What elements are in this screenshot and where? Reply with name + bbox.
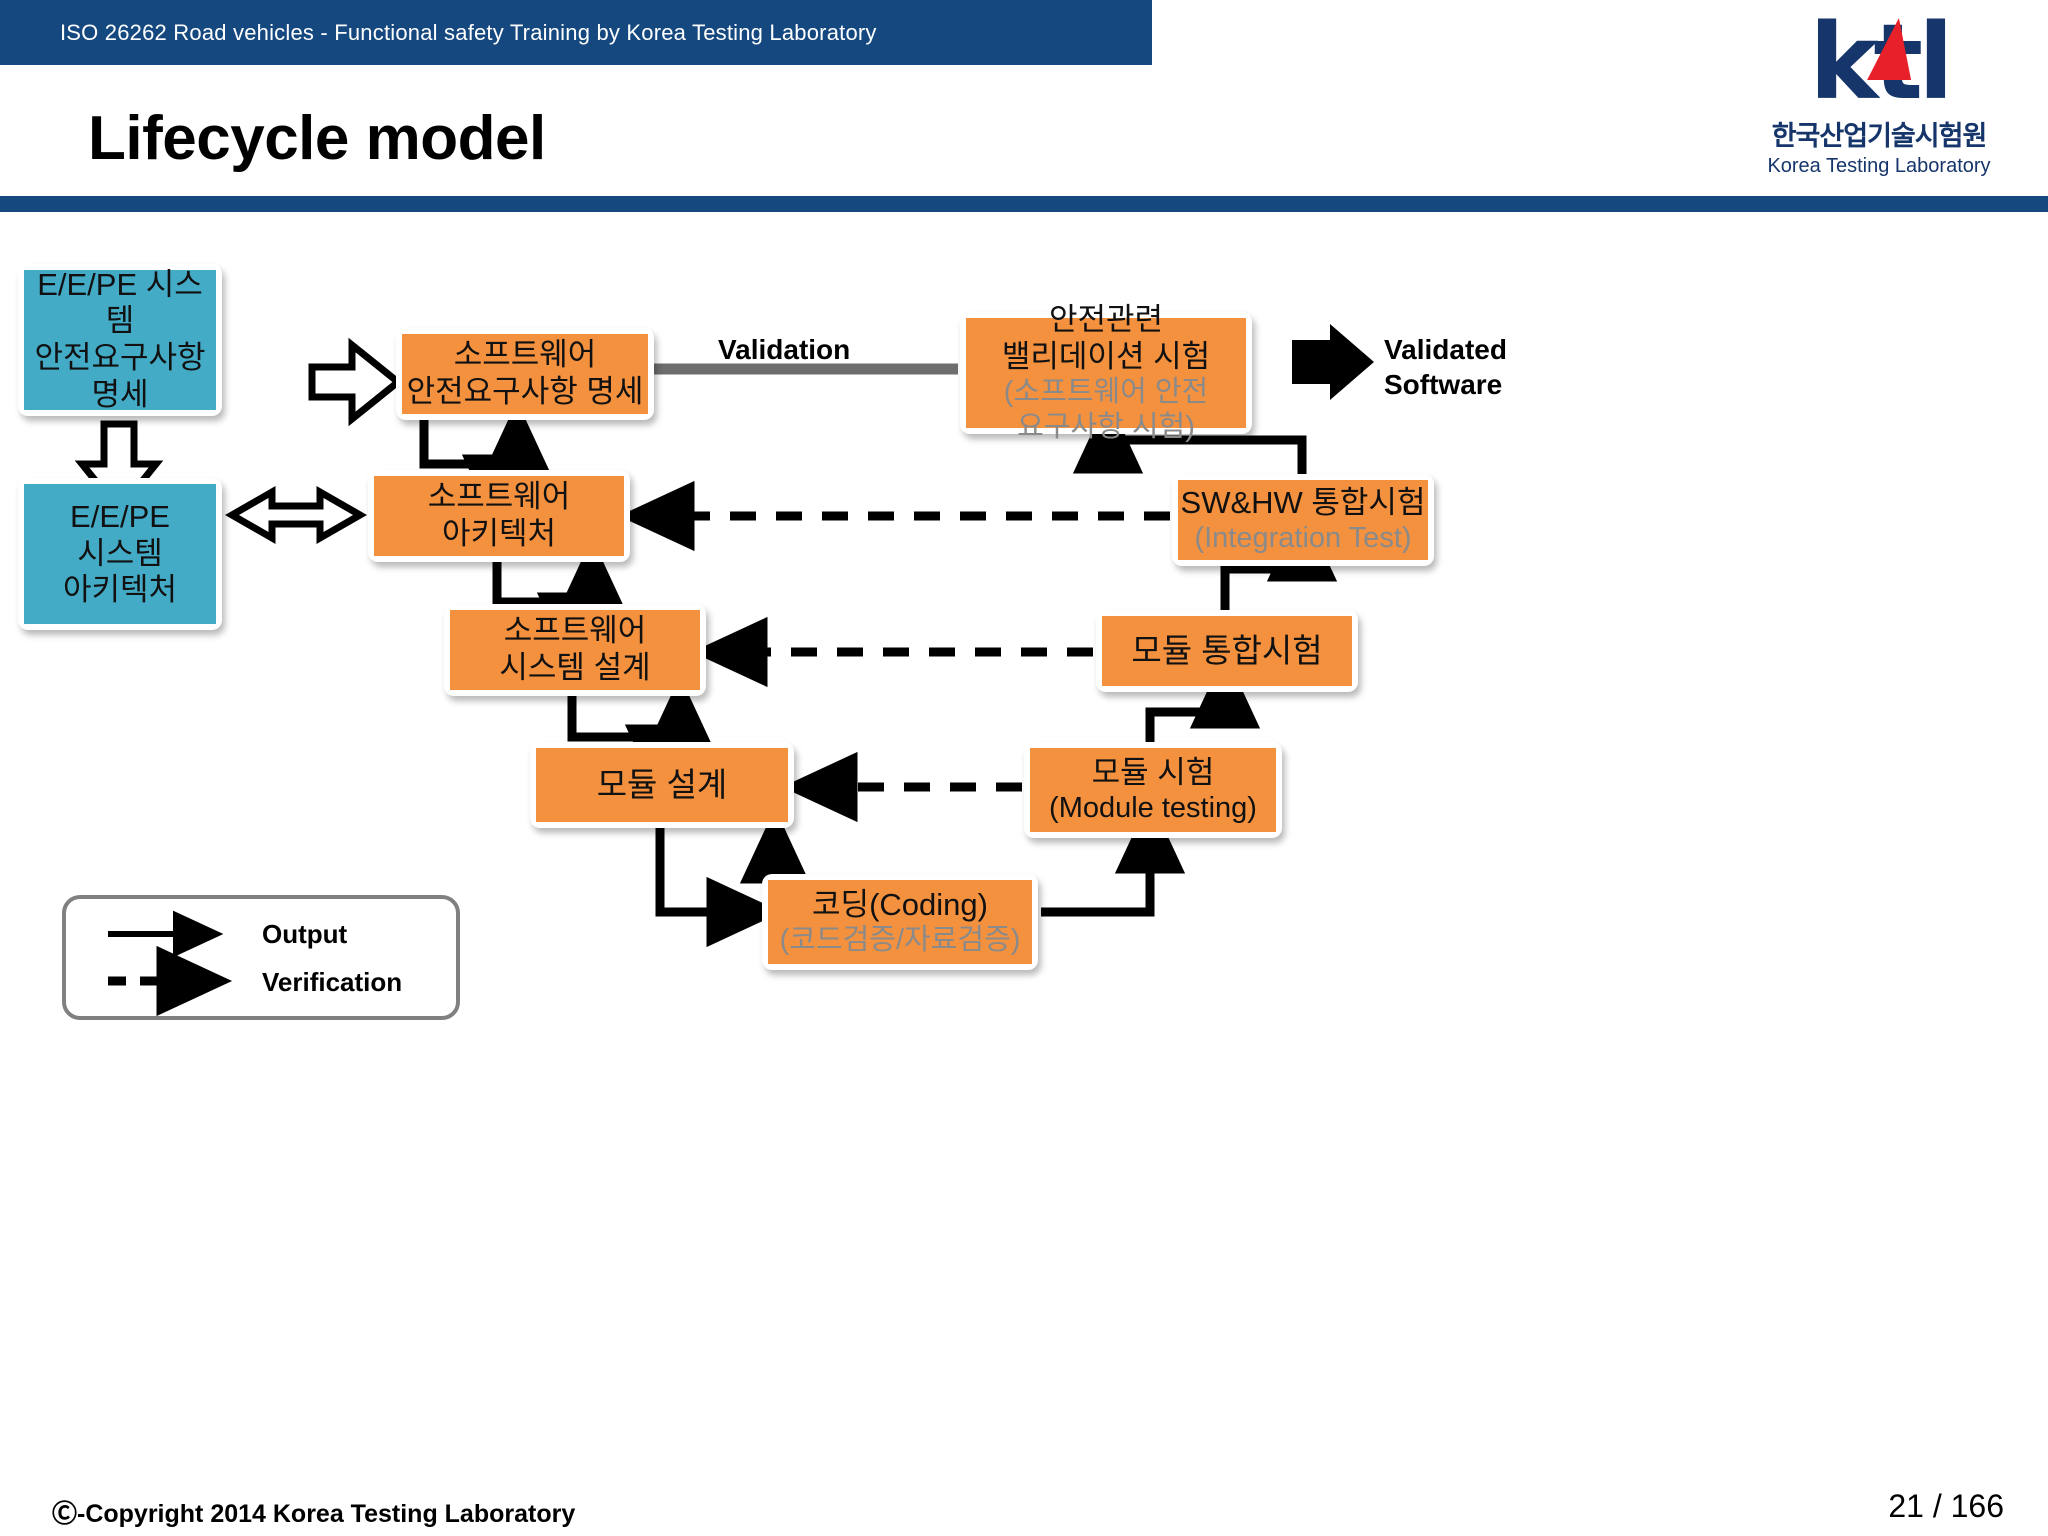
ktl-logo: ktl 한국산업기술시험원 Korea Testing Laboratory (1754, 8, 2004, 188)
node-subtext: (Integration Test) (1194, 522, 1412, 555)
page-number: 21 / 166 (1888, 1488, 2004, 1524)
node-text: 모듈 시험 (1091, 754, 1215, 790)
label-validated-software: Validated Software (1384, 334, 1507, 400)
copyright-text: Ⓒ-Copyright 2014 Korea Testing Laborator… (52, 1500, 576, 1528)
node-text: 소프트웨어 시스템 설계 (499, 613, 651, 685)
node-text: 코딩(Coding) (812, 886, 988, 922)
node-safety-validation-test[interactable]: 안전관련 밸리데이션 시험 (소프트웨어 안전 요구사항 시험) (960, 302, 1252, 443)
node-subtext: (코드검증/자료검증) (779, 924, 1021, 957)
header-banner: ISO 26262 Road vehicles - Functional saf… (0, 0, 1152, 65)
node-text: 소프트웨어 아키텍처 (427, 479, 571, 551)
block-arrow-double-1 (224, 485, 368, 545)
ktl-wordmark-icon: ktl (1754, 8, 2004, 118)
node-eepe-architecture[interactable]: E/E/PE 시스템 아키텍처 (18, 478, 222, 630)
node-swhw-integration-test[interactable]: SW&HW 통합시험 (Integration Test) (1172, 474, 1434, 566)
node-text: E/E/PE 시스템 안전요구사항 명세 (34, 266, 206, 412)
output-arrow-4 (655, 824, 783, 948)
node-coding[interactable]: 코딩(Coding) (코드검증/자료검증) (762, 874, 1038, 970)
block-arrow-right-1 (308, 337, 404, 427)
block-arrow-right-validated (1292, 324, 1374, 400)
node-text: 안전관련 밸리데이션 시험 (1001, 302, 1211, 374)
legend-verification-label: Verification (262, 967, 403, 997)
label-validation: Validation (718, 334, 851, 365)
legend-box: Output Verification (62, 895, 460, 1020)
title-divider (0, 196, 2048, 212)
node-subtext: (Module testing) (1049, 792, 1257, 825)
legend-output-label: Output (262, 919, 348, 949)
node-sw-system-design[interactable]: 소프트웨어 시스템 설계 (444, 604, 706, 696)
node-eepe-safety-req[interactable]: E/E/PE 시스템 안전요구사항 명세 (18, 264, 222, 416)
node-text: 모듈 통합시험 (1131, 631, 1323, 669)
legend-arrows (108, 910, 233, 1017)
node-text: SW&HW 통합시험 (1180, 484, 1426, 520)
lifecycle-diagram: E/E/PE 시스템 안전요구사항 명세 E/E/PE 시스템 아키텍처 소프트… (0, 212, 2048, 1442)
page-title: Lifecycle model (88, 104, 546, 173)
node-text: 소프트웨어 안전요구사항 명세 (406, 337, 644, 409)
node-module-integration-test[interactable]: 모듈 통합시험 (1096, 610, 1358, 692)
node-subtext: (소프트웨어 안전 요구사항 시험) (1003, 376, 1209, 443)
node-sw-safety-req-spec[interactable]: 소프트웨어 안전요구사항 명세 (396, 328, 654, 420)
output-arrow-5 (1041, 797, 1186, 917)
ktl-english-name: Korea Testing Laboratory (1767, 155, 1991, 177)
ktl-korean-name: 한국산업기술시험원 (1771, 121, 1988, 151)
node-text: 모듈 설계 (596, 765, 728, 803)
header-banner-text: ISO 26262 Road vehicles - Functional saf… (60, 20, 877, 45)
node-module-design[interactable]: 모듈 설계 (530, 742, 794, 828)
ktl-wordmark-text: ktl (1809, 1, 1954, 123)
node-sw-architecture[interactable]: 소프트웨어 아키텍처 (368, 470, 630, 562)
node-text: E/E/PE 시스템 아키텍처 (62, 499, 178, 608)
node-module-testing[interactable]: 모듈 시험 (Module testing) (1024, 742, 1282, 838)
